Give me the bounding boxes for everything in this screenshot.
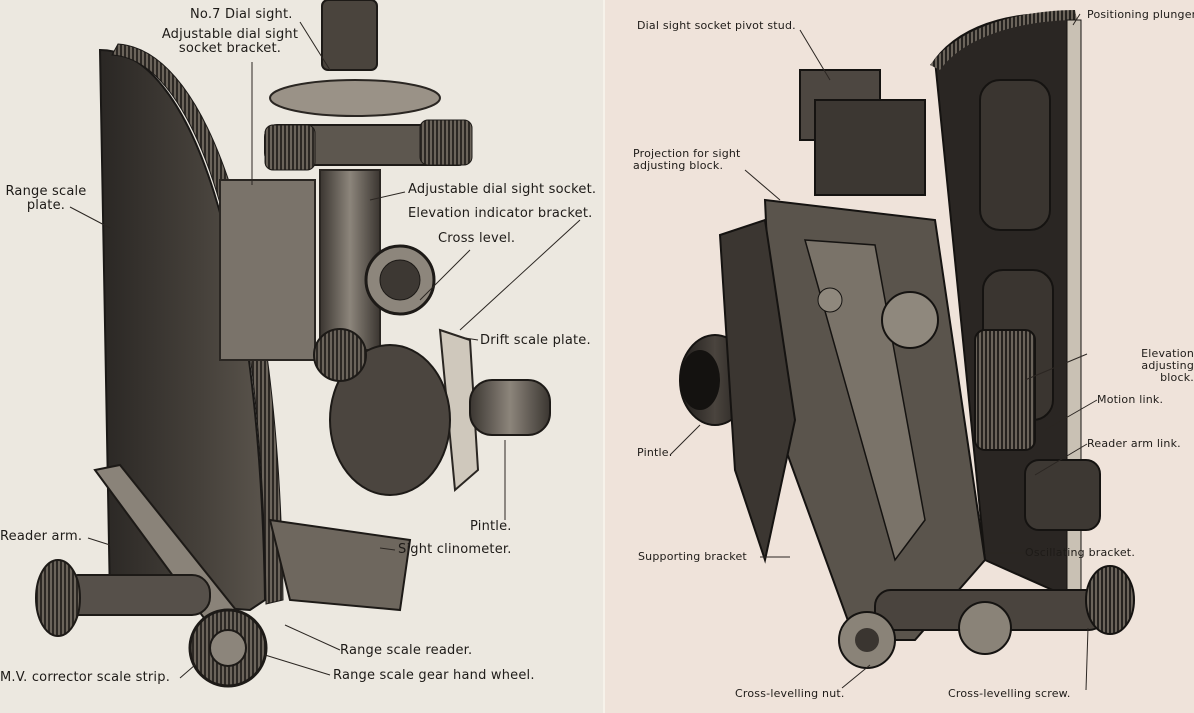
label-pintle: Pintle. <box>470 519 512 534</box>
label-reader-arm-link: Reader arm link. <box>1087 437 1181 450</box>
label-dial-sight: No.7 Dial sight. <box>190 7 293 22</box>
label-oscillating-bracket: Oscillating bracket. <box>1025 546 1136 559</box>
label-supporting-bracket: Supporting bracket <box>638 550 747 563</box>
dial-sight-shape <box>321 0 378 71</box>
label-motion-link: Motion link. <box>1097 393 1164 406</box>
label-reader-arm: Reader arm. <box>0 529 83 544</box>
label-positioning-plunger: Positioning plunger <box>1087 8 1194 21</box>
label-projection: Projection for sight adjusting block. <box>633 147 741 172</box>
label-drift-scale: Drift scale plate. <box>480 333 591 348</box>
right-illustration-panel: Dial sight socket pivot stud. Positionin… <box>605 0 1194 713</box>
label-socket-bracket: Adjustable dial sight socket bracket. <box>161 27 299 56</box>
label-dial-sight-socket: Adjustable dial sight socket. <box>408 182 597 197</box>
left-illustration-panel: No.7 Dial sight. Adjustable dial sight s… <box>0 0 597 688</box>
label-range-scale-reader: Range scale reader. <box>340 643 473 658</box>
label-cross-level: Cross level. <box>438 231 516 246</box>
drift-scale-plate-shape <box>438 328 480 493</box>
label-gear-hand-wheel: Range scale gear hand wheel. <box>333 668 535 683</box>
label-range-scale-plate: Range scale plate. <box>5 184 87 213</box>
label-cross-levelling-screw: Cross-levelling screw. <box>948 687 1071 700</box>
socket-bracket-body <box>219 179 316 361</box>
label-pintle-right: Pintle. <box>637 446 673 459</box>
label-sight-clinometer: Sight clinometer. <box>398 542 512 557</box>
label-cross-levelling-nut: Cross-levelling nut. <box>735 687 845 700</box>
label-pivot-stud: Dial sight socket pivot stud. <box>637 19 796 32</box>
pintle-shape <box>469 379 551 436</box>
label-mv-corrector: M.V. corrector scale strip. <box>0 670 171 685</box>
label-elevation-block: Elevation adjusting block. <box>1141 347 1194 384</box>
label-elevation-indicator: Elevation indicator bracket. <box>408 206 593 221</box>
right-sight-mechanism-drawing <box>669 10 1135 691</box>
left-sight-mechanism-drawing <box>35 0 581 688</box>
